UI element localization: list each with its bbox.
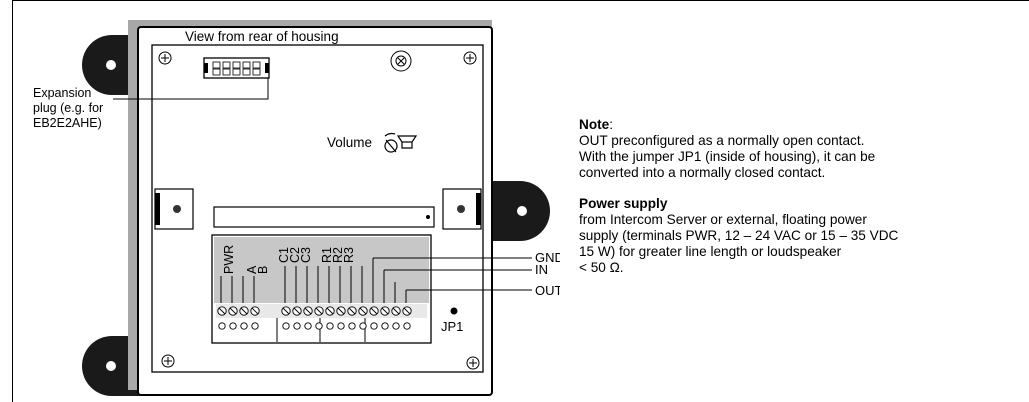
terminal-label-r2: R2 xyxy=(331,247,345,263)
housing-diagram: View from rear of housing Expansion p xyxy=(33,20,560,396)
terminal-label-r3: R3 xyxy=(342,247,356,263)
note-heading-colon: : xyxy=(609,117,613,132)
note-line-1: OUT preconfigured as a normally open con… xyxy=(579,133,865,148)
power-heading: Power supply xyxy=(579,196,668,211)
terminal-holes xyxy=(218,322,411,330)
note-line-2: With the jumper JP1 (inside of housing),… xyxy=(579,149,876,164)
jumper-jp1-label: JP1 xyxy=(441,319,463,334)
terminal-label-r1: R1 xyxy=(320,247,334,263)
terminal-label-b: B xyxy=(256,266,270,274)
power-line-4: < 50 Ω. xyxy=(579,260,624,275)
volume-label: Volume xyxy=(327,135,372,150)
frame-border-top xyxy=(12,0,1029,1)
notes-panel: Note: OUT preconfigured as a normally op… xyxy=(579,117,1019,276)
power-line-3: 15 W) for greater line length or loudspe… xyxy=(579,244,842,259)
housing-caption: View from rear of housing xyxy=(185,29,339,44)
frame-border-left xyxy=(12,0,13,402)
label-slot xyxy=(213,206,435,228)
side-brackets xyxy=(154,188,482,230)
power-line-2: supply (terminals PWR, 12 – 24 VAC or 15… xyxy=(579,228,899,243)
terminal-label-c1: C1 xyxy=(277,247,291,263)
expansion-connector xyxy=(203,57,270,79)
expansion-leader-line xyxy=(113,78,269,100)
note-heading: Note xyxy=(579,117,610,132)
loudspeaker-icon xyxy=(396,135,418,149)
volume-knob-icon xyxy=(384,132,398,153)
out-label: OUT xyxy=(535,283,560,298)
terminal-block: PWR A B C1 C2 C3 R1 R2 R3 xyxy=(211,234,532,344)
expansion-label: Expansion plug (e.g. for EB2E2AHE) xyxy=(33,86,107,130)
jumper-jp1-dot xyxy=(450,307,458,315)
gnd-label: GND xyxy=(535,250,560,265)
terminal-label-pwr: PWR xyxy=(222,245,236,274)
in-label: IN xyxy=(535,262,548,277)
terminal-screws xyxy=(216,304,427,318)
terminal-label-a: A xyxy=(245,265,259,274)
terminal-label-c2: C2 xyxy=(288,247,302,263)
note-heading-line: Note: xyxy=(579,117,1019,133)
screws xyxy=(158,50,480,370)
note-line-3: converted into a normally closed contact… xyxy=(579,165,826,180)
mounting-lugs xyxy=(82,35,550,396)
terminal-label-c3: C3 xyxy=(299,247,313,263)
power-line-1: from Intercom Server or external, floati… xyxy=(579,212,867,227)
